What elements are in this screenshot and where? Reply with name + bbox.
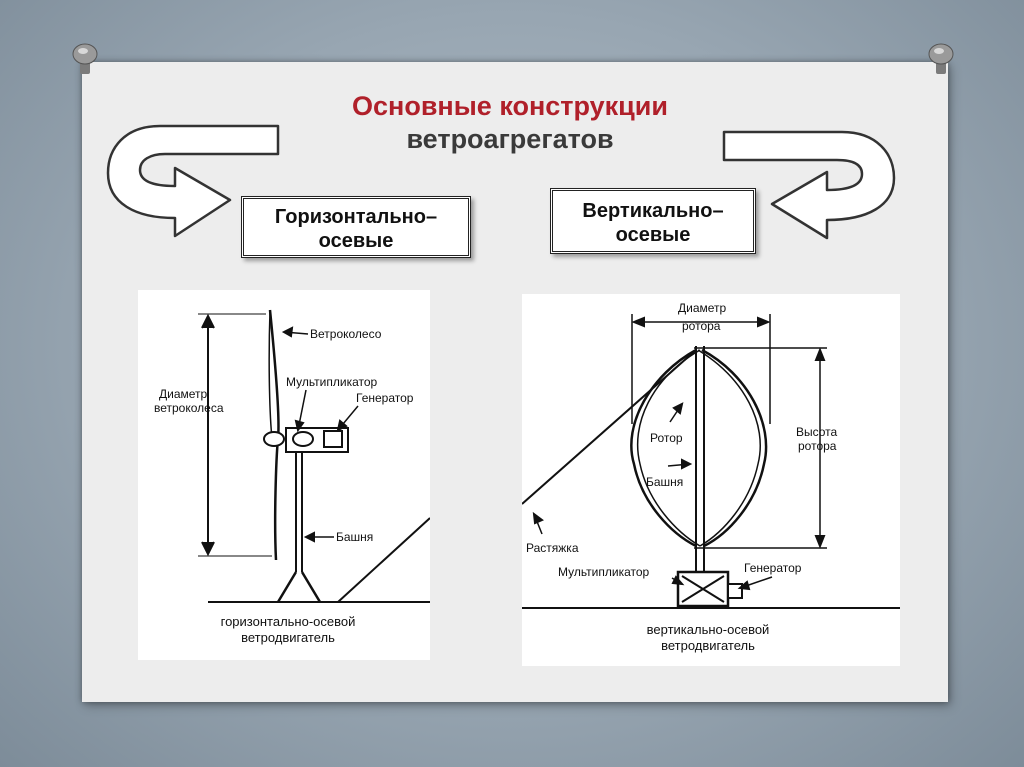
vertical-box-line-2: осевые [615,224,691,246]
label-tower: Башня [646,475,683,489]
label-height-1: Высота [796,425,838,439]
guy-line [521,349,697,505]
caption-line-2: ветродвигатель [241,630,335,645]
label-multiplier: Мультипликатор [286,375,378,389]
label-wheel: Ветроколесо [310,327,382,341]
slide-title: Основные конструкции ветроагрегатов [250,90,770,156]
label-tower: Башня [336,530,373,544]
label-diameter-2: ротора [682,319,721,333]
vertical-box-line-1: Вертикально– [582,200,724,222]
caption-line-1: горизонтально-осевой [221,614,356,629]
rotor-blade-left [630,348,697,548]
title-line-2: ветроагрегатов [406,124,614,154]
horizontal-box-line-2: осевые [318,230,394,252]
curved-arrow-left-icon [106,124,280,238]
label-multiplier: Мультипликатор [558,565,650,579]
label-rotor: Ротор [650,431,683,445]
pin-icon [72,43,98,74]
caption-line-2: ветродвигатель [661,638,755,653]
label-height-2: ротора [798,439,837,453]
multiplier-body [292,431,314,447]
vertical-axis-box: Вертикально– осевые [550,188,756,254]
generator-body [323,430,343,448]
label-diameter-1: Диаметр [159,387,208,401]
label-diameter-2: ветроколеса [154,401,224,415]
curved-arrow-right-icon [722,130,896,240]
label-generator: Генератор [356,391,414,405]
horizontal-turbine-diagram: Ветроколесо Диаметр ветроколеса Мультипл… [154,309,431,645]
hub [263,431,285,447]
pin-icon [928,43,954,74]
label-guy: Растяжка [526,541,579,555]
horizontal-axis-box: Горизонтально– осевые [241,196,471,258]
caption-line-1: вертикально-осевой [647,622,770,637]
vertical-turbine-diagram: Диаметр ротора Высота ротора Ротор Башня… [521,301,900,653]
label-generator: Генератор [744,561,802,575]
horizontal-turbine-panel: Ветроколесо Диаметр ветроколеса Мультипл… [138,290,431,660]
vertical-turbine-panel: Диаметр ротора Высота ротора Ротор Башня… [521,294,900,666]
horizontal-box-line-1: Горизонтально– [274,206,438,228]
rotor-blade-right [701,348,768,548]
title-line-1: Основные конструкции [352,91,668,121]
label-diameter-1: Диаметр [678,301,727,315]
